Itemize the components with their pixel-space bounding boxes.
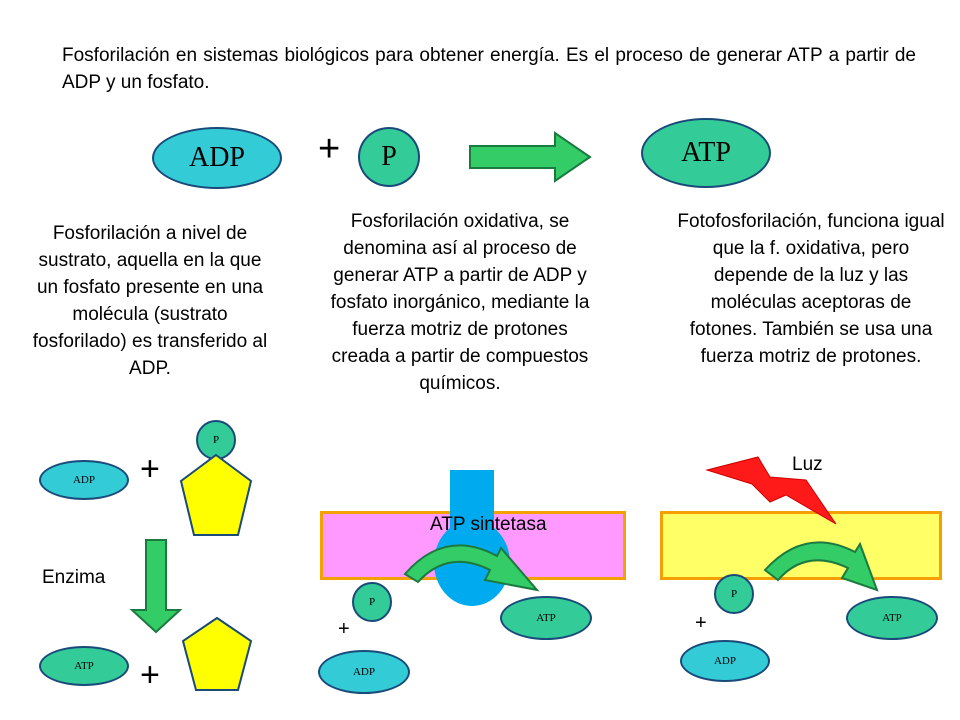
light-label: Luz [792,454,823,475]
adp-molecule: ADP [152,127,282,189]
right-atp: ATP [846,596,938,640]
photophosphorylation-text: Fotofosforilación, funciona igual que la… [677,211,945,367]
left-plus-top: + [140,450,160,488]
intro-text: Fosforilación en sistemas biológicos par… [62,45,916,93]
left-adp: ADP [39,460,129,500]
plus-sign: + [318,128,341,170]
right-phosphate: P [714,574,754,614]
left-atp: ATP [39,646,129,686]
right-adp: ADP [680,640,770,682]
middle-adp: ADP [318,650,410,694]
middle-atp: ATP [500,596,592,640]
atp-molecule: ATP [641,118,771,188]
right-plus: + [695,612,707,634]
phosphate-molecule: P [358,127,420,187]
enzyme-label: Enzima [42,567,106,588]
oxidative-text: Fosforilación oxidativa, se denomina así… [330,211,590,394]
middle-plus: + [338,618,350,640]
left-plus-bottom: + [140,656,160,694]
atp-synthase-label: ATP sintetasa [430,514,547,535]
substrate-level-text: Fosforilación a nivel de sustrato, aquel… [32,223,268,379]
middle-phosphate: P [352,582,392,622]
